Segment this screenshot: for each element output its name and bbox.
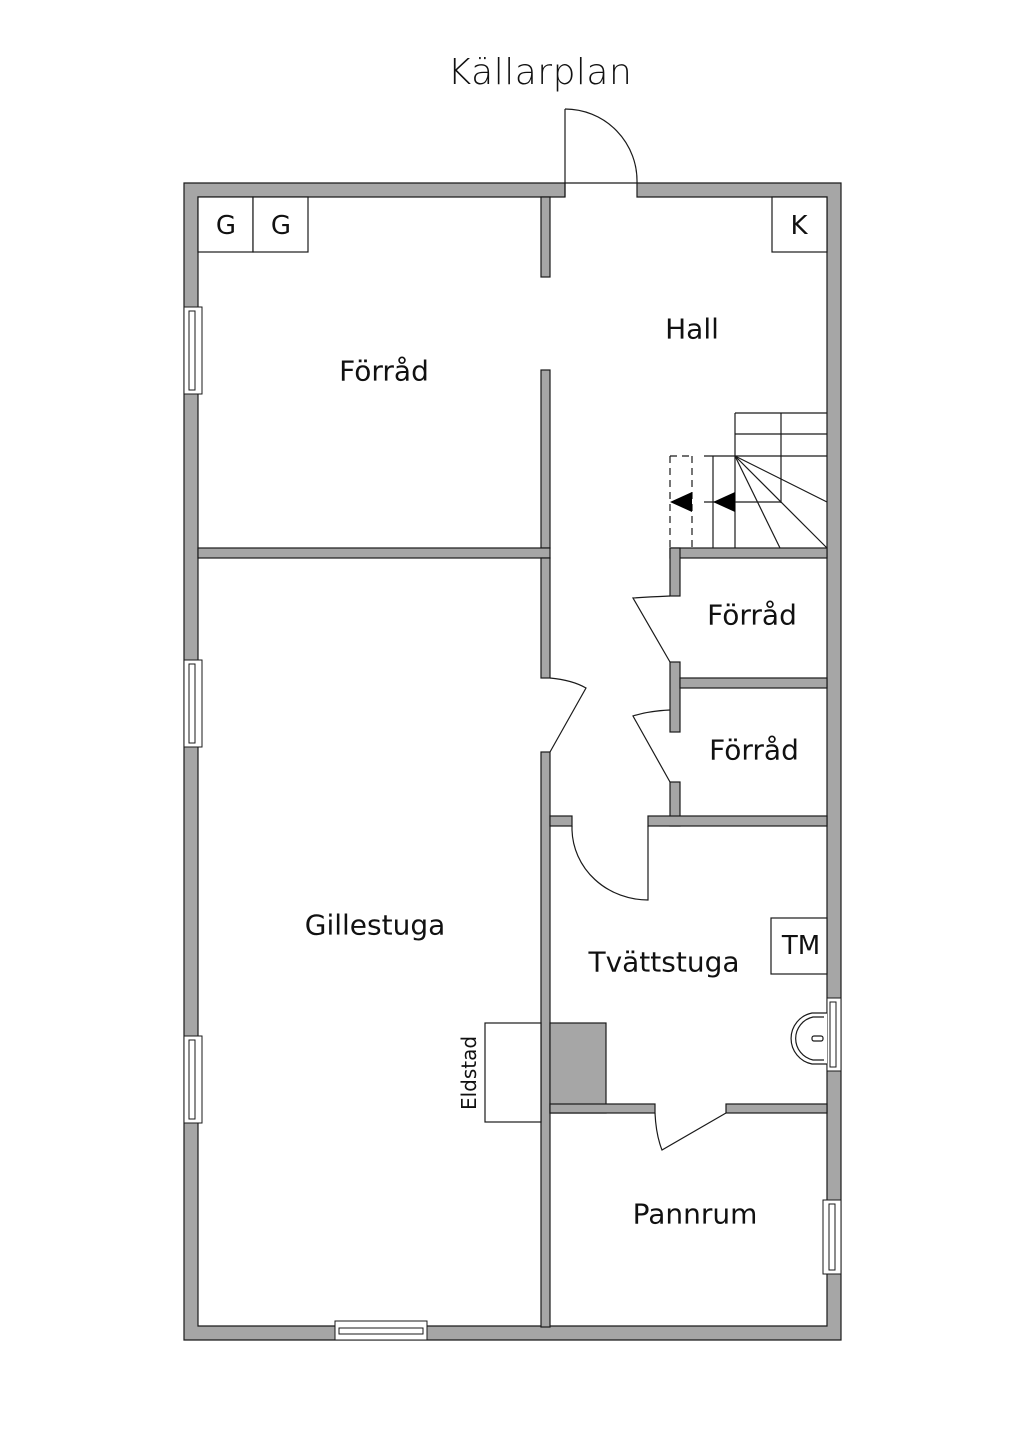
wall — [669, 547, 828, 559]
fixture-label-tm: TM — [781, 931, 821, 961]
chimney — [549, 1022, 607, 1114]
wall-stub — [540, 369, 551, 549]
wall — [679, 677, 828, 689]
fireplace-label: Eldstad — [457, 1035, 481, 1111]
room-label-hall: Hall — [665, 312, 719, 346]
wall — [669, 661, 681, 733]
wall — [540, 557, 551, 679]
wall — [647, 815, 828, 827]
plan-title: Källarplan — [447, 52, 633, 93]
room-label-gillestuga: Gillestuga — [304, 908, 446, 942]
fixture-label-g2: G — [270, 211, 292, 241]
room-label-forrad: Förråd — [339, 354, 429, 388]
room-label-tvattstuga: Tvättstuga — [588, 945, 740, 979]
room-label-forrad-3: Förråd — [709, 733, 799, 767]
wall — [540, 751, 551, 1328]
wall — [725, 1103, 828, 1114]
fixture-label-k: K — [790, 211, 808, 241]
wall — [197, 547, 551, 559]
room-label-forrad-2: Förråd — [707, 598, 797, 632]
room-label-pannrum: Pannrum — [632, 1197, 758, 1231]
wall-stub — [540, 196, 551, 278]
fixture-label-g1: G — [215, 211, 237, 241]
wall — [669, 547, 681, 597]
wall — [549, 1103, 656, 1114]
wall — [549, 815, 573, 827]
